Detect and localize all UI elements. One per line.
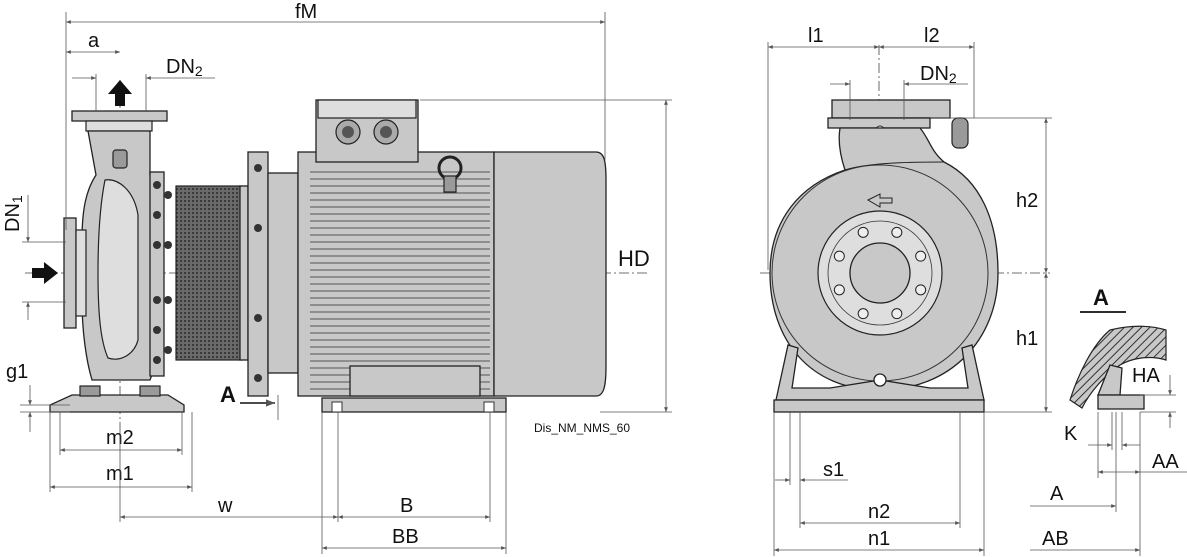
dim-BB-label: BB xyxy=(392,526,419,548)
flange-bolt-icon xyxy=(833,250,845,262)
front-base xyxy=(773,399,985,413)
motor-body xyxy=(297,151,495,397)
front-view: l1 l2 DN2 h2 h1 s1 n2 xyxy=(760,25,1052,556)
dim-g1-label: g1 xyxy=(6,361,28,383)
dim-s1-label: s1 xyxy=(823,459,844,481)
dim-DN1-label: DN1 xyxy=(2,195,25,232)
inlet-flange xyxy=(63,217,77,329)
outlet-flange xyxy=(71,110,168,122)
dim-B-label: B xyxy=(400,495,413,517)
casing-back-flange xyxy=(149,171,165,377)
dim-HD-label: HD xyxy=(618,246,650,271)
flange-bolt-icon xyxy=(891,308,903,320)
dim-AA-label: AA xyxy=(1152,451,1179,473)
dim-h2-label: h2 xyxy=(1016,190,1038,212)
dim-front-DN2-label: DN2 xyxy=(920,63,957,86)
flange-bolt-icon xyxy=(857,308,869,320)
dim-K-label: K xyxy=(1064,423,1078,445)
dim-h1-label: h1 xyxy=(1016,328,1038,350)
fan-cover xyxy=(493,151,607,397)
dim-HA-label: HA xyxy=(1132,365,1160,387)
front-dimensions: l1 l2 DN2 h2 h1 s1 n2 xyxy=(767,25,1052,556)
side-dimensions: fM a DN2 DN1 HD g1 xyxy=(2,1,672,554)
dim-n1-label: n1 xyxy=(868,528,890,550)
dim-a-label: a xyxy=(88,30,100,52)
detail-foot xyxy=(1097,394,1145,410)
dim-l1-label: l1 xyxy=(808,25,824,47)
motor xyxy=(267,99,607,413)
inlet-flow-arrow-icon xyxy=(32,262,58,284)
dim-fM-label: fM xyxy=(295,1,317,23)
detail-A: A HA K AA A AB xyxy=(1030,285,1187,556)
motor-flange xyxy=(247,151,269,397)
dim-A-label: A xyxy=(1050,483,1064,505)
dim-DN2-label: DN2 xyxy=(166,56,203,79)
dim-n2-label: n2 xyxy=(868,501,890,523)
view-arrow-label: A xyxy=(220,382,236,407)
dim-l2-label: l2 xyxy=(924,25,940,47)
outlet-flow-arrow-icon xyxy=(108,80,132,106)
detail-casing-section xyxy=(1069,325,1167,409)
flange-bolt-icon xyxy=(857,226,869,238)
detail-A-title: A xyxy=(1093,285,1109,310)
flange-bolt-icon xyxy=(915,250,927,262)
drawing-code: Dis_NM_NMS_60 xyxy=(534,421,630,435)
coupling-guard xyxy=(175,151,269,397)
pump-foot xyxy=(49,394,185,413)
flange-bolt-icon xyxy=(833,284,845,296)
front-flange-bolts xyxy=(833,226,927,320)
dim-w-label: w xyxy=(217,495,233,517)
motor-foot xyxy=(321,397,507,413)
dim-AB-label: AB xyxy=(1042,528,1069,550)
side-view: A fM a DN2 DN1 xyxy=(2,1,672,554)
flange-bolt-icon xyxy=(915,284,927,296)
flange-bolt-icon xyxy=(891,226,903,238)
motor-adapter xyxy=(267,172,299,374)
pump-casing xyxy=(49,110,185,413)
front-cable-gland-icon xyxy=(951,117,969,149)
